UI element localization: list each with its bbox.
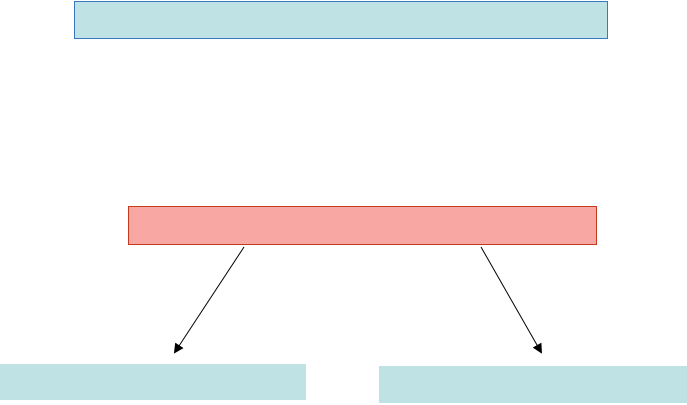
bottom-left-box [0, 364, 306, 400]
bottom-right-box [379, 366, 687, 403]
top-box [74, 1, 608, 39]
arrow-left [173, 246, 245, 354]
arrow-right [480, 246, 542, 354]
middle-box [128, 206, 597, 245]
